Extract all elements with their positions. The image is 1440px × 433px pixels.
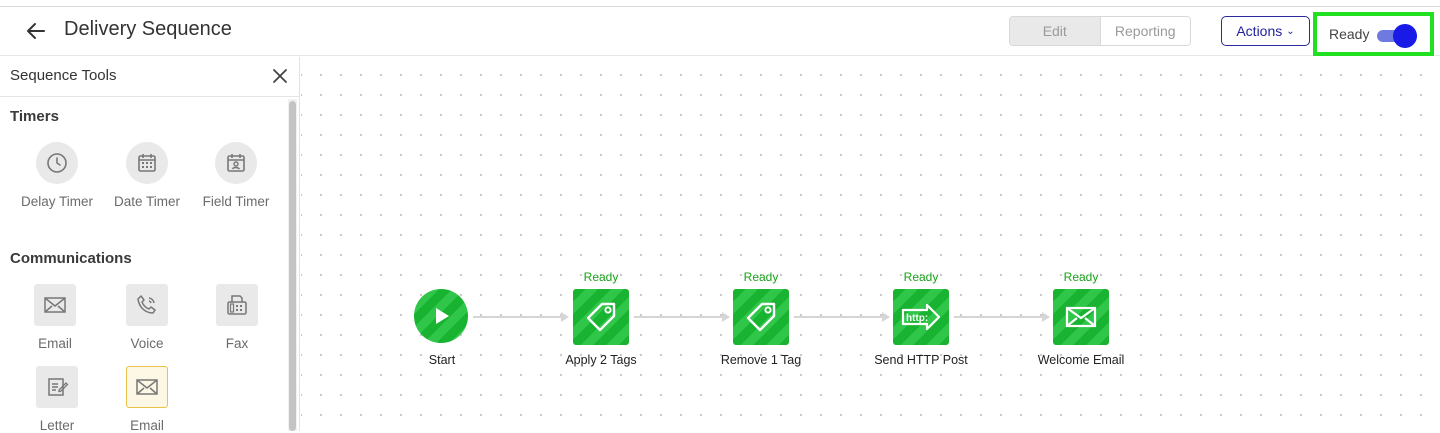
actions-label: Actions <box>1236 23 1283 39</box>
sidebar-scrollbar[interactable] <box>288 99 297 431</box>
fax-icon <box>216 284 258 326</box>
calendar-icon <box>126 142 168 184</box>
phone-icon <box>126 284 168 326</box>
http-icon: http: <box>893 289 949 345</box>
section-title-communications: Communications <box>10 250 132 267</box>
letter-icon <box>36 366 78 408</box>
node-name: Apply 2 Tags <box>565 353 637 367</box>
tool-label: Delay Timer <box>20 194 93 209</box>
page-title: Delivery Sequence <box>64 18 232 40</box>
tool-label: Field Timer <box>202 194 270 209</box>
envelope-icon <box>126 366 168 408</box>
back-arrow-icon[interactable] <box>24 19 48 43</box>
node-status: Ready <box>743 270 779 284</box>
tool-label: Date Timer <box>113 194 181 209</box>
node-apply-tags[interactable]: Ready Apply 2 Tags <box>565 270 636 367</box>
status-toggle-container: Ready <box>1313 12 1434 56</box>
view-tabs: Edit Reporting <box>1009 16 1191 46</box>
calendar-contact-icon <box>215 142 257 184</box>
node-welcome-email[interactable]: Ready Welcome Email <box>1038 270 1125 367</box>
tool-field-timer[interactable]: Field Timer <box>191 142 281 209</box>
tool-label: Email <box>38 336 72 351</box>
tool-delay-timer[interactable]: Delay Timer <box>12 142 102 209</box>
tool-label: Voice <box>130 336 164 351</box>
tag-icon <box>733 289 789 345</box>
tool-date-timer[interactable]: Date Timer <box>102 142 192 209</box>
browser-top-edge <box>0 0 1440 7</box>
connector-arrow <box>473 312 569 322</box>
panel-title: Sequence Tools <box>10 67 117 84</box>
actions-button[interactable]: Actions ⌄ <box>1221 16 1310 46</box>
tool-letter[interactable]: Letter <box>12 366 102 433</box>
envelope-icon <box>34 284 76 326</box>
connector-arrow <box>794 312 890 322</box>
header: Delivery Sequence Edit Reporting Actions… <box>0 7 1440 56</box>
sequence-tools-panel: Sequence Tools Timers Delay Timer Date T… <box>0 57 300 433</box>
tool-email-selected[interactable]: Email <box>102 366 192 433</box>
toggle-knob <box>1393 24 1417 48</box>
status-label: Ready <box>1329 26 1370 42</box>
node-name: Remove 1 Tag <box>720 353 802 367</box>
node-name: Welcome Email <box>1037 353 1125 367</box>
node-status: Ready <box>583 270 619 284</box>
tool-label: Email <box>130 418 164 433</box>
node-start[interactable]: Start <box>414 289 468 367</box>
node-status: Ready <box>1063 270 1099 284</box>
tool-label: Fax <box>225 336 249 351</box>
tool-email[interactable]: Email <box>10 284 100 351</box>
chevron-down-icon: ⌄ <box>1286 25 1295 37</box>
scrollbar-thumb[interactable] <box>289 101 296 431</box>
tab-reporting[interactable]: Reporting <box>1099 17 1190 45</box>
node-status: Ready <box>903 270 939 284</box>
node-send-http-post[interactable]: Ready http: Send HTTP Post <box>874 270 968 367</box>
tool-voice[interactable]: Voice <box>102 284 192 351</box>
envelope-icon <box>1053 289 1109 345</box>
tool-label: Letter <box>39 418 75 433</box>
connector-arrow <box>634 312 730 322</box>
panel-header: Sequence Tools <box>0 57 300 97</box>
node-remove-tag[interactable]: Ready Remove 1 Tag <box>721 270 801 367</box>
section-title-timers: Timers <box>10 108 59 125</box>
tab-edit[interactable]: Edit <box>1010 17 1100 45</box>
tool-fax[interactable]: Fax <box>192 284 282 351</box>
tag-icon <box>573 289 629 345</box>
connector-arrow <box>954 312 1050 322</box>
node-name: Send HTTP Post <box>874 353 968 367</box>
close-icon[interactable] <box>270 66 290 86</box>
clock-icon <box>36 142 78 184</box>
node-name: Start <box>428 353 456 367</box>
play-icon <box>414 289 468 343</box>
status-toggle[interactable] <box>1375 24 1421 48</box>
http-icon-text: http: <box>906 313 928 324</box>
sequence-canvas[interactable]: Start Ready Apply 2 Tags Ready Remove 1 … <box>301 57 1440 431</box>
